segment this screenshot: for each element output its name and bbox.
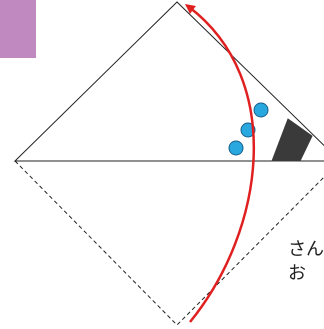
dark-band [271,118,313,162]
caption-line-2: お [288,263,306,284]
curved-arrow-icon [185,3,255,323]
caption-line-1: さん [288,239,324,260]
blue-dot-icon [240,122,256,138]
blue-dot-icon [228,140,244,156]
step-number-tab [0,0,36,58]
lower-triangle-dashed [14,160,324,326]
blue-dot-icon [253,102,269,118]
caption-text: さん お [288,238,324,286]
upper-triangle [13,1,324,162]
